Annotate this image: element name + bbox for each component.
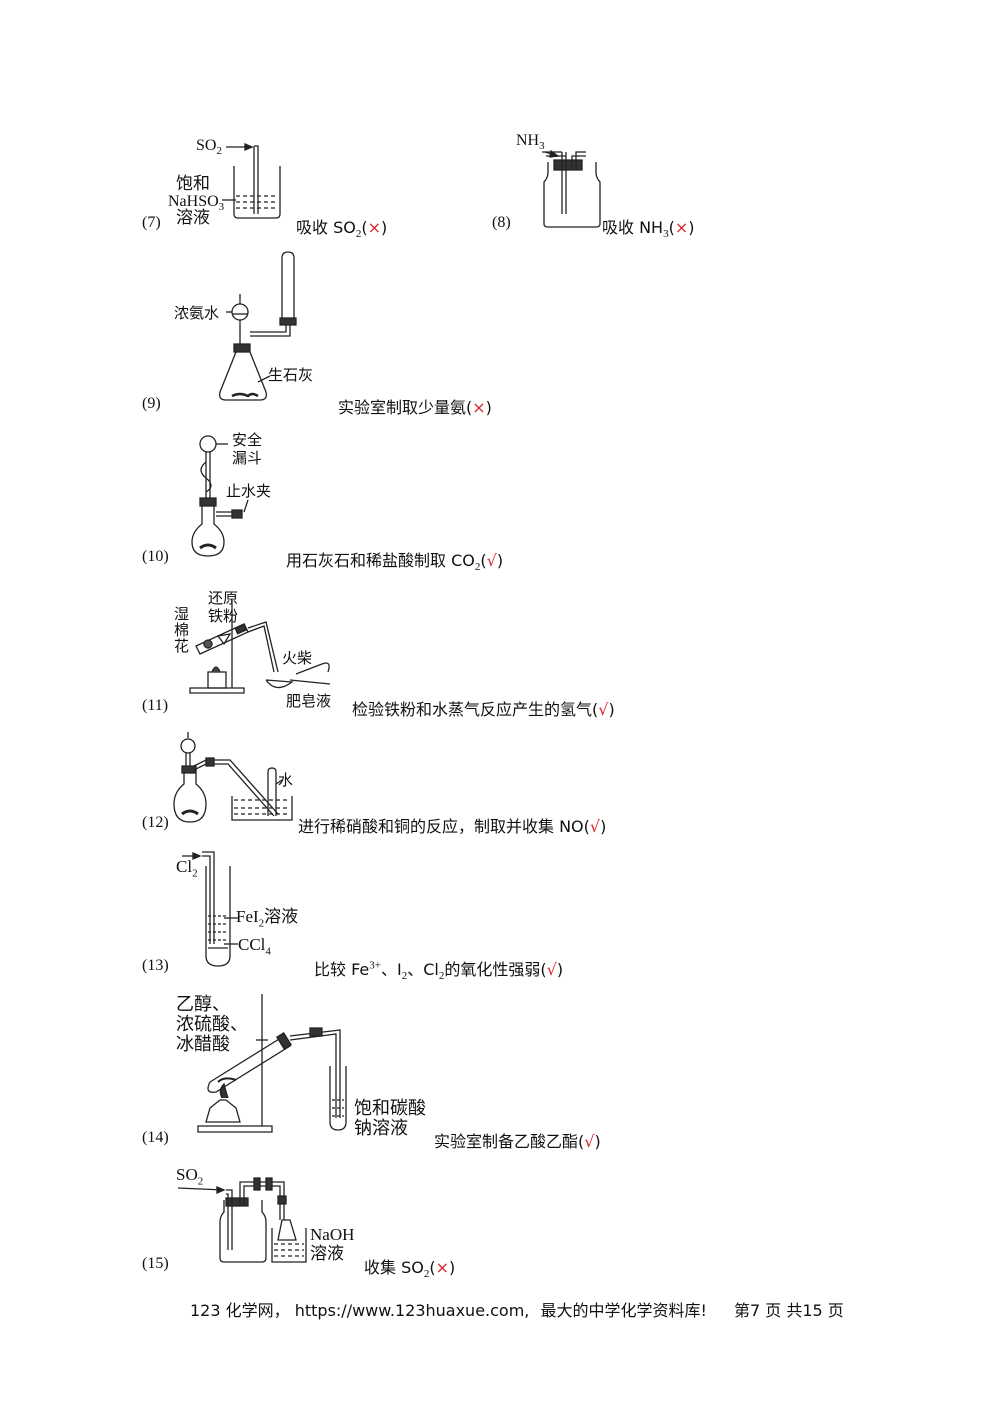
- item-13-mark: √: [546, 960, 557, 979]
- item-14-ethanol-label: 乙醇、: [176, 994, 230, 1015]
- item-14-carbonate-label-1: 饱和碳酸: [354, 1098, 426, 1119]
- item-12-number: (12): [142, 814, 169, 831]
- item-11-iron-label-1: 还原: [208, 589, 239, 607]
- item-15-number: (15): [142, 1255, 169, 1272]
- item-7-saturated-label: 饱和: [176, 174, 210, 194]
- item-15-so2-label: SO2: [176, 1165, 204, 1188]
- item-14-number: (14): [142, 1129, 169, 1146]
- item-9-caption: 实验室制取少量氨(×): [338, 398, 492, 417]
- item-7-solution-label: 溶液: [176, 208, 210, 228]
- item-12-caption: 进行稀硝酸和铜的反应，制取并收集 NO(√): [298, 817, 607, 836]
- item-13-caption: 比较 Fe3+、I2、Cl2的氧化性强弱(√): [314, 959, 564, 983]
- item-8-nh3-label: NH3: [516, 132, 545, 153]
- item-7-mark: ×: [367, 218, 381, 237]
- footer-slogan: 最大的中学化学资料库!: [540, 1301, 707, 1320]
- item-9-ammonia-label: 浓氨水: [174, 304, 220, 322]
- item-11-mark: √: [598, 700, 609, 719]
- item-7-so2-label: SO2: [196, 137, 222, 158]
- footer-page-number: 第7 页 共15 页: [734, 1301, 844, 1320]
- footer-url[interactable]: https://www.123huaxue.com,: [294, 1301, 530, 1320]
- item-12-mark: √: [589, 817, 601, 836]
- item-14-sulfuric-label: 浓硫酸、: [176, 1014, 248, 1035]
- item-10-number: (10): [142, 548, 169, 565]
- item-8-caption: 吸收 NH3(×): [602, 218, 695, 241]
- item-11-cotton-label-1: 湿: [174, 605, 190, 623]
- item-7-nahso3-label: NaHSO3: [168, 193, 225, 214]
- item-9-number: (9): [142, 395, 161, 412]
- item-11-caption: 检验铁粉和水蒸气反应产生的氢气(√): [352, 700, 615, 719]
- item-14-caption: 实验室制备乙酸乙酯(√): [434, 1132, 601, 1151]
- item-9-mark: ×: [472, 398, 486, 417]
- item-15-naoh-label: NaOH: [310, 1225, 355, 1244]
- item-14-mark: √: [584, 1132, 595, 1151]
- footer-site: 123 化学网，: [190, 1301, 290, 1320]
- item-9-quicklime-label: 生石灰: [268, 366, 314, 384]
- item-13-number: (13): [142, 957, 169, 974]
- item-8-number: (8): [492, 214, 511, 231]
- item-15-caption: 收集 SO2(×): [364, 1258, 456, 1281]
- item-13-ccl4-label: CCl4: [238, 935, 271, 958]
- item-7-number: (7): [142, 214, 161, 231]
- item-11-number: (11): [142, 697, 169, 714]
- item-7-caption: 吸收 SO2(×): [296, 218, 388, 241]
- item-11-soap-label: 肥皂液: [286, 692, 332, 710]
- item-8-mark: ×: [674, 218, 689, 237]
- item-15-solution-label: 溶液: [310, 1244, 344, 1264]
- page-footer: 123 化学网， https://www.123huaxue.com, 最大的中…: [190, 1297, 844, 1321]
- item-14-carbonate-label-2: 钠溶液: [354, 1118, 408, 1139]
- item-11-iron-label-2: 铁粉: [208, 607, 239, 625]
- item-15-mark: ×: [435, 1258, 449, 1277]
- item-10-safety-label-2: 漏斗: [232, 449, 263, 467]
- item-10-caption: 用石灰石和稀盐酸制取 CO2(√): [286, 551, 504, 574]
- item-10-mark: √: [486, 551, 497, 570]
- item-13-cl2-label: Cl2: [176, 857, 198, 880]
- item-11-cotton-label-3: 花: [174, 637, 190, 655]
- item-14-acetic-label: 冰醋酸: [176, 1034, 230, 1055]
- item-13-fei2-label: FeI2溶液: [236, 907, 299, 930]
- item-12-water-label: 水: [278, 771, 294, 789]
- item-11-cotton-label-2: 棉: [174, 621, 190, 639]
- item-10-safety-label-1: 安全: [232, 431, 263, 449]
- item-11-match-label: 火柴: [282, 649, 313, 667]
- item-10-clamp-label: 止水夹: [226, 482, 272, 500]
